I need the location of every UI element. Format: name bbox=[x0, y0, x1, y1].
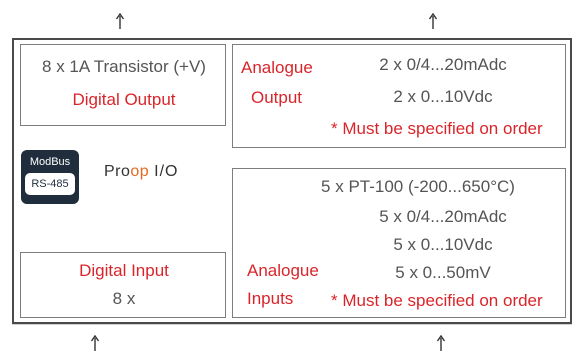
digital-output-spec: 8 x 1A Transistor (+V) bbox=[42, 57, 206, 76]
analogue-input-spec-3: 5 x 0...10Vdc bbox=[393, 235, 493, 254]
analogue-output-label-line1: Analogue bbox=[241, 58, 313, 77]
analogue-input-spec-4: 5 x 0...50mV bbox=[395, 263, 491, 282]
arrow-up-icon-top-left bbox=[115, 12, 125, 29]
analogue-inputs-label-line2: Inputs bbox=[247, 289, 294, 308]
digital-input-label: Digital Input bbox=[79, 261, 169, 280]
digital-output-label: Digital Output bbox=[72, 90, 176, 109]
analogue-input-spec-2: 5 x 0/4...20mAdc bbox=[379, 207, 507, 226]
digital-input-box: Digital Input 8 x bbox=[20, 252, 226, 318]
digital-input-spec: 8 x bbox=[112, 289, 136, 308]
modbus-port: RS-485 bbox=[25, 173, 75, 195]
analogue-output-note: * Must be specified on order bbox=[331, 119, 543, 138]
analogue-output-spec-1: 2 x 0/4...20mAdc bbox=[379, 55, 507, 74]
logo-part-pro: Pro bbox=[104, 163, 131, 180]
modbus-icon: ModBus RS-485 bbox=[21, 150, 79, 204]
modbus-title: ModBus bbox=[29, 156, 71, 168]
proop-io-logo: Proop I/O bbox=[104, 162, 179, 182]
analogue-inputs-label-line1: Analogue bbox=[247, 261, 319, 280]
digital-output-box: 8 x 1A Transistor (+V) Digital Output bbox=[20, 44, 226, 126]
arrow-up-icon-top-right bbox=[428, 12, 438, 29]
analogue-inputs-note: * Must be specified on order bbox=[331, 291, 543, 310]
logo-part-io: I/O bbox=[154, 163, 179, 180]
logo-part-op: op bbox=[130, 163, 150, 180]
analogue-output-label-line2: Output bbox=[251, 88, 303, 107]
analogue-inputs-box: 5 x PT-100 (-200...650°C) 5 x 0/4...20mA… bbox=[232, 168, 566, 318]
analogue-output-box: Analogue Output 2 x 0/4...20mAdc 2 x 0..… bbox=[232, 44, 566, 148]
analogue-input-spec-1: 5 x PT-100 (-200...650°C) bbox=[321, 177, 515, 196]
arrow-up-icon-bottom-left bbox=[90, 334, 100, 351]
arrow-up-icon-bottom-right bbox=[436, 334, 446, 351]
analogue-output-spec-2: 2 x 0...10Vdc bbox=[393, 87, 493, 106]
